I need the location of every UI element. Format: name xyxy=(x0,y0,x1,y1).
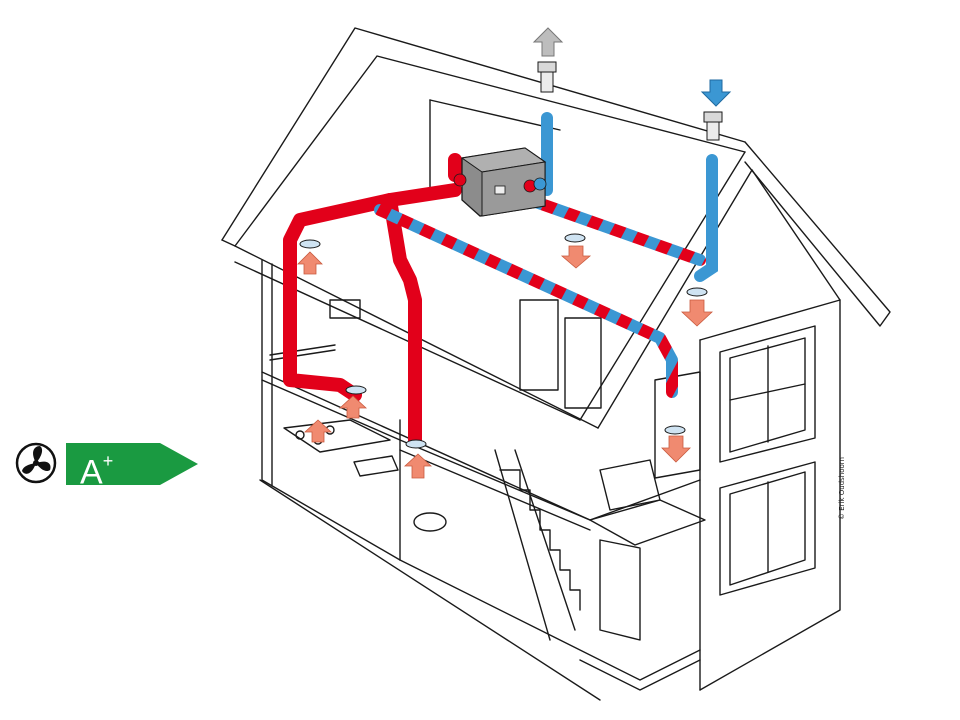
house-structure xyxy=(221,27,891,701)
energy-label-grade: A+ xyxy=(80,446,113,491)
credit-text: © Erik Oudshoorn xyxy=(838,457,846,520)
energy-grade-letter: A xyxy=(80,453,103,492)
extract-air-duct xyxy=(283,153,462,447)
mixed-air-duct xyxy=(374,194,706,398)
extract-air-arrows xyxy=(297,251,433,479)
intake-arrow-icon xyxy=(700,79,732,107)
intake-roof-duct xyxy=(694,154,718,282)
fan-icon xyxy=(15,442,57,484)
roof-vent-exhaust xyxy=(537,61,557,93)
roof-vent-intake xyxy=(703,111,723,141)
supply-air-arrows xyxy=(560,245,714,463)
heat-recovery-unit xyxy=(453,147,547,217)
energy-grade-suffix: + xyxy=(102,451,114,471)
energy-label-arrow xyxy=(66,443,198,485)
air-valves xyxy=(299,233,708,449)
exhaust-arrow-icon xyxy=(532,27,564,57)
